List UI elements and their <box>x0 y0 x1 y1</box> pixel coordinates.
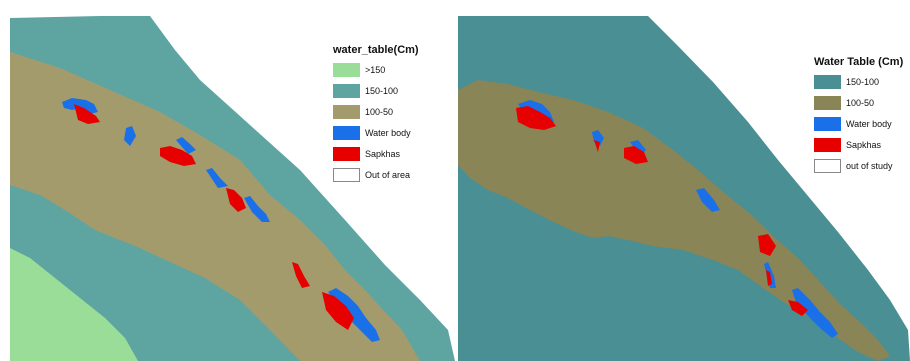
panel-divider <box>455 0 458 361</box>
sapkhas-right-6 <box>788 300 808 316</box>
legend-swatch <box>814 117 841 131</box>
legend-swatch <box>333 168 360 182</box>
legend-label: 100-50 <box>846 98 875 108</box>
sapkhas-left-3 <box>226 188 246 212</box>
map-panel-left: water_table(Cm) >150 150-100 100-50 Wate… <box>10 16 455 361</box>
legend-label: 100-50 <box>365 107 394 117</box>
water-body-left-5 <box>328 288 380 342</box>
sapkhas-left-4 <box>292 262 310 288</box>
legend-label: out of study <box>846 161 893 171</box>
map-right-canvas <box>458 16 910 361</box>
legend-label: >150 <box>365 65 386 75</box>
legend-item: 150-100 <box>814 74 903 90</box>
legend-title: Water Table (Cm) <box>814 56 904 68</box>
legend-item: >150 <box>333 62 419 78</box>
legend-label: Sapkhas <box>846 140 882 150</box>
water-body-left-1 <box>62 98 98 114</box>
legend-right: Water Table (Cm) 150-100 100-50 Water bo… <box>814 56 903 179</box>
legend-swatch <box>814 75 841 89</box>
water-body-right-6 <box>792 288 838 338</box>
legend-label: Water body <box>365 128 411 138</box>
sapkhas-right-1 <box>516 106 556 130</box>
legend-swatch <box>333 105 360 119</box>
map-left-canvas <box>10 16 455 361</box>
legend-title: water_table(Cm) <box>333 44 419 56</box>
legend-item: 100-50 <box>814 95 903 111</box>
sapkhas-right-5 <box>766 270 772 286</box>
legend-label: 150-100 <box>365 86 399 96</box>
water-body-left-3 <box>206 168 228 188</box>
sapkhas-right-3 <box>594 140 600 152</box>
sapkhas-right-4 <box>758 234 776 256</box>
legend-swatch <box>333 84 360 98</box>
legend-item: out of study <box>814 158 903 174</box>
legend-item: Sapkhas <box>333 146 419 162</box>
legend-swatch <box>333 126 360 140</box>
sapkhas-left-1 <box>74 104 100 124</box>
legend-label: Sapkhas <box>365 149 401 159</box>
sapkhas-left-5 <box>322 292 354 330</box>
zone-150-100-right-lobe <box>458 195 633 361</box>
zone-over-150-left <box>10 248 138 361</box>
legend-label: Out of area <box>365 170 411 180</box>
zone-100-50-right <box>458 80 890 361</box>
legend-item: 100-50 <box>333 104 419 120</box>
water-body-left-6 <box>124 126 136 146</box>
legend-label: Water body <box>846 119 892 129</box>
legend-item: Sapkhas <box>814 137 903 153</box>
map-panel-right: Water Table (Cm) 150-100 100-50 Water bo… <box>458 0 910 361</box>
legend-swatch <box>333 63 360 77</box>
sapkhas-left-2 <box>160 146 196 166</box>
legend-swatch <box>814 96 841 110</box>
legend-swatch <box>814 138 841 152</box>
legend-label: 150-100 <box>846 77 880 87</box>
legend-item: Water body <box>333 125 419 141</box>
water-body-right-4 <box>696 188 720 212</box>
legend-left: water_table(Cm) >150 150-100 100-50 Wate… <box>333 44 419 188</box>
legend-swatch <box>333 147 360 161</box>
sapkhas-right-2 <box>624 146 648 164</box>
legend-swatch <box>814 159 841 173</box>
legend-item: Water body <box>814 116 903 132</box>
water-body-left-4 <box>244 196 270 222</box>
legend-item: Out of area <box>333 167 419 183</box>
water-body-left-2 <box>176 137 196 154</box>
legend-item: 150-100 <box>333 83 419 99</box>
zone-100-50-left <box>10 52 420 361</box>
